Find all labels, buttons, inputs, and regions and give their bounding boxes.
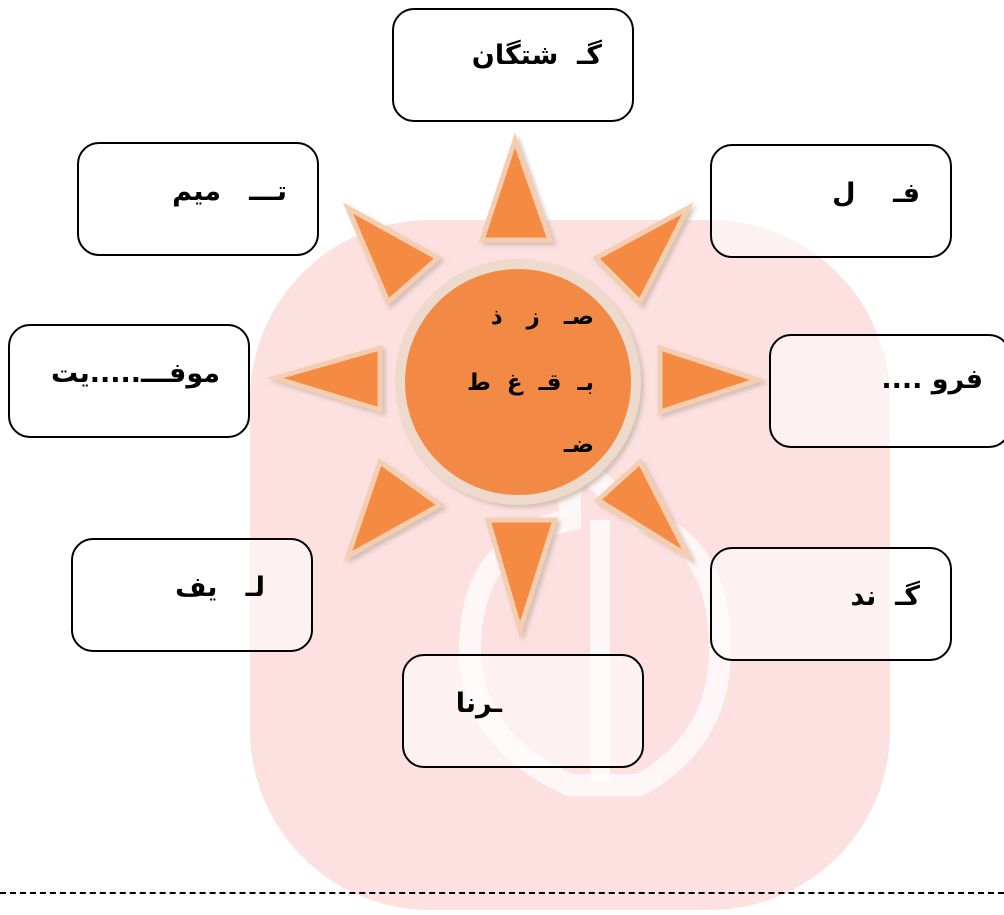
word-box-top-right-text: فـ ل xyxy=(832,178,920,209)
word-box-bottom-right-text: گـ ند xyxy=(850,581,920,612)
word-box-top[interactable]: گـ شتگان xyxy=(392,8,634,122)
word-box-bottom-left[interactable]: لـ یف xyxy=(71,538,313,652)
sun-letters-row-1: صـ ز ذ xyxy=(490,304,594,330)
word-box-mid-right-text: فرو .... xyxy=(881,364,983,395)
sun-ray-top-left xyxy=(342,202,443,307)
word-box-top-text: گـ شتگان xyxy=(471,40,602,71)
word-box-mid-left-text: موفـــ.....یت xyxy=(50,358,220,389)
dashed-divider xyxy=(0,892,1004,894)
word-box-top-right[interactable]: فـ ل xyxy=(710,144,952,258)
word-box-bottom[interactable]: ـرنا xyxy=(402,654,644,768)
sun-letters-row-3: ضـ xyxy=(563,432,594,458)
sun-ray-bottom xyxy=(484,517,559,639)
sun-ray-bottom-right xyxy=(593,457,695,563)
sun-ray-top-right xyxy=(591,201,694,307)
sun-ray-left xyxy=(266,344,383,414)
word-box-top-left-text: تـــ میم xyxy=(172,176,287,207)
sun-ray-right xyxy=(657,344,767,416)
word-box-bottom-right[interactable]: گـ ند xyxy=(710,547,952,661)
sun-letters-row-2: بـ قـ غ ط xyxy=(466,370,594,396)
word-box-top-left[interactable]: تـــ میم xyxy=(77,142,319,256)
word-box-mid-right[interactable]: فرو .... xyxy=(769,334,1004,448)
sun-ray-top xyxy=(478,132,554,243)
sun-ray-bottom-left xyxy=(343,458,445,562)
word-box-mid-left[interactable]: موفـــ.....یت xyxy=(8,324,250,438)
word-box-bottom-left-text: لـ یف xyxy=(175,572,265,603)
word-box-bottom-text: ـرنا xyxy=(455,688,502,719)
sun-center-circle xyxy=(395,259,641,505)
